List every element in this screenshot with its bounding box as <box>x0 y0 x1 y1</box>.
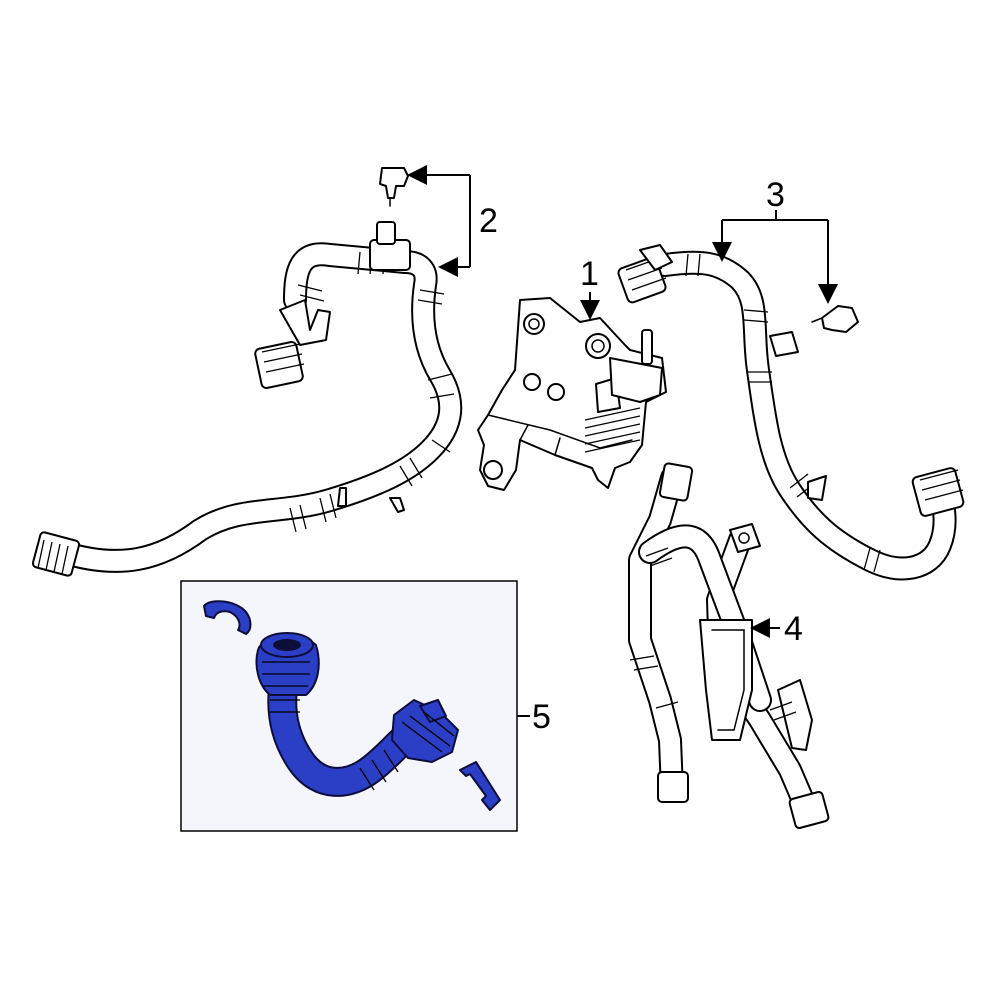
highlighted-clip-lower[interactable] <box>459 761 501 811</box>
callout-2: 2 <box>407 165 498 277</box>
oil-cooler-housing[interactable] <box>477 297 667 491</box>
callout-1: 1 <box>580 255 600 320</box>
callout-label-1: 1 <box>580 255 599 293</box>
coolant-hose-right[interactable] <box>617 244 965 581</box>
callout-label-2: 2 <box>479 202 498 240</box>
callout-label-4: 4 <box>784 610 803 648</box>
bleeder-valve-3[interactable] <box>811 305 859 333</box>
callout-4: 4 <box>750 610 803 648</box>
coolant-hose-left[interactable] <box>31 221 463 577</box>
callout-5: 5 <box>517 698 551 736</box>
callout-label-5: 5 <box>532 698 551 736</box>
highlighted-clip-upper[interactable] <box>203 600 252 635</box>
highlighted-hose-5[interactable] <box>255 632 459 797</box>
coolant-pipe-assembly[interactable] <box>628 462 830 829</box>
callout-label-3: 3 <box>766 176 785 214</box>
bleeder-valve-2[interactable] <box>379 167 409 207</box>
callout-3: 3 <box>712 176 838 304</box>
